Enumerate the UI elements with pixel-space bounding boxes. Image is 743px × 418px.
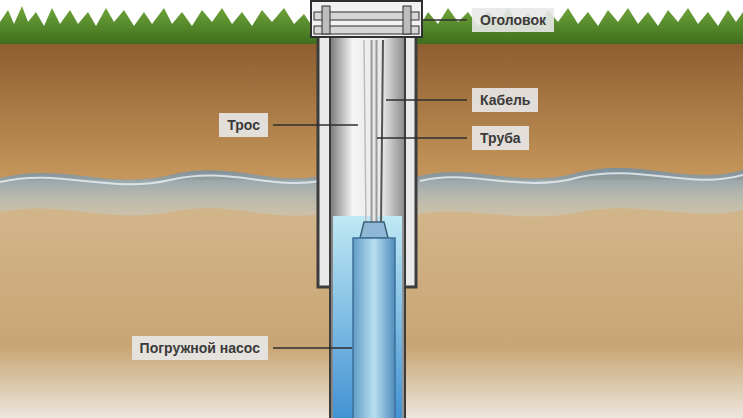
callout-label: Трос <box>219 113 268 137</box>
pump-outlet <box>360 222 388 238</box>
head-bolt <box>322 6 330 34</box>
part-name: Трос <box>227 117 260 133</box>
well-water <box>333 216 402 418</box>
callout-label: Кабель <box>472 88 538 112</box>
part-name: Кабель <box>480 92 530 108</box>
cable <box>381 40 383 226</box>
sky <box>0 0 743 44</box>
pipe <box>371 40 378 222</box>
callout-label: Оголовок <box>472 8 554 32</box>
well-head <box>311 1 422 37</box>
part-name: Оголовок <box>480 12 546 28</box>
leader-line <box>377 137 467 139</box>
leader-line <box>273 347 352 349</box>
part-name: Погружной насос <box>140 340 260 356</box>
leader-line <box>273 124 358 126</box>
leader-line <box>386 99 467 101</box>
submersible-pump <box>353 238 395 418</box>
rope <box>364 40 366 226</box>
callout-label: Труба <box>472 126 529 150</box>
pipe-highlight <box>373 40 376 222</box>
callout-label: Погружной насос <box>132 336 268 360</box>
leader-line <box>421 19 467 21</box>
head-bolt <box>403 6 411 34</box>
part-name: Труба <box>480 130 521 146</box>
